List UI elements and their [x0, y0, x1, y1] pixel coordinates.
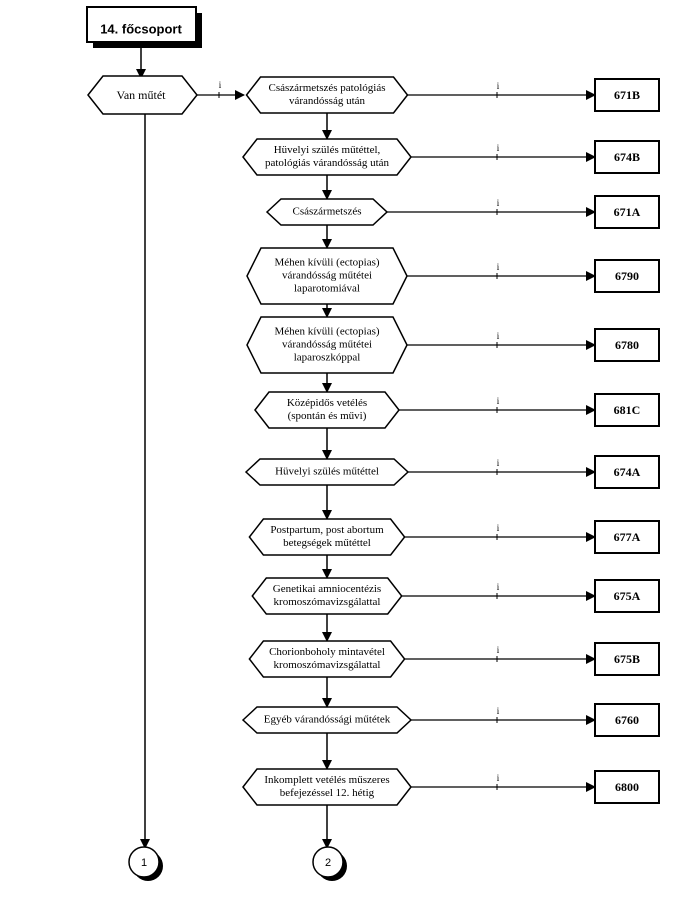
- edge-label: i: [497, 198, 500, 208]
- step-label-line: Inkomplett vetélés műszeres: [264, 774, 389, 786]
- connector-2-label: 2: [325, 857, 331, 869]
- step-label-line: Császármetszés patológiás: [269, 82, 386, 94]
- code-label: 6760: [615, 713, 639, 727]
- step-label-line: Hüvelyi szülés műtéttel,: [274, 144, 381, 156]
- step-row: Méhen kívüli (ectopias)várandósság műtét…: [246, 316, 660, 393]
- connector-2: 2: [312, 846, 347, 881]
- main-group-title: 14. főcsoport: [100, 21, 182, 36]
- step-row: Középidős vetélés(spontán és művi) i 681C: [254, 391, 660, 460]
- code-box: [594, 393, 660, 427]
- step-label-line: (spontán és művi): [288, 410, 367, 422]
- step-label-line: laparoszkóppal: [294, 352, 361, 364]
- step-label-line: Császármetszés: [292, 206, 361, 218]
- edge-label: i: [497, 773, 500, 783]
- step-label-line: Genetikai amniocentézis: [273, 583, 381, 595]
- code-box: [594, 579, 660, 613]
- step-label-line: laparotomiával: [294, 283, 360, 295]
- code-box: [594, 195, 660, 229]
- code-box: [594, 259, 660, 293]
- step-row: Inkomplett vetélés műszeresbefejezéssel …: [242, 768, 660, 806]
- edge-label: i: [497, 262, 500, 272]
- code-label: 677A: [614, 530, 641, 544]
- step-row: Genetikai amniocentéziskromoszómavizsgál…: [251, 577, 660, 642]
- code-box: [594, 455, 660, 489]
- code-label: 675A: [614, 589, 641, 603]
- code-label: 674B: [614, 150, 640, 164]
- step-row: Egyéb várandóssági műtétek i 6760: [241, 703, 660, 770]
- code-label: 674A: [614, 465, 641, 479]
- step-row: Méhen kívüli (ectopias)várandósság műtét…: [246, 247, 660, 318]
- step-row: Hüvelyi szülés műtéttel i 674A: [244, 455, 660, 520]
- step-label-line: patológiás várandósság után: [265, 157, 390, 169]
- decision-node: Van műtét: [87, 75, 198, 115]
- code-box: [594, 140, 660, 174]
- step-label-line: Méhen kívüli (ectopias): [274, 326, 379, 338]
- decision-label: Van műtét: [117, 88, 167, 102]
- step-row: Császármetszés i 671A: [265, 195, 660, 249]
- edge-label: i: [497, 396, 500, 406]
- edge-label: i: [497, 582, 500, 592]
- step-label-line: várandósság műtétei: [282, 339, 372, 351]
- step-label-line: Méhen kívüli (ectopias): [274, 257, 379, 269]
- main-group-title-box: 14. főcsoport: [86, 6, 202, 48]
- code-label: 6790: [615, 269, 639, 283]
- step-label-line: Egyéb várandóssági műtétek: [264, 714, 391, 726]
- step-label-line: várandósság műtétei: [282, 270, 372, 282]
- edge-label: i: [497, 645, 500, 655]
- edge-label: i: [497, 81, 500, 91]
- step-label-line: Postpartum, post abortum: [270, 524, 384, 536]
- code-box: [594, 520, 660, 554]
- decision-edge-label: i: [219, 80, 222, 90]
- step-label-line: kromoszómavizsgálattal: [274, 596, 381, 608]
- code-box: [594, 78, 660, 112]
- edge-label: i: [497, 458, 500, 468]
- step-row: Chorionboholy mintavételkromoszómavizsgá…: [248, 640, 660, 708]
- code-box: [594, 703, 660, 737]
- step-row: Hüvelyi szülés műtéttel,patológiás váran…: [242, 138, 660, 200]
- code-label: 671B: [614, 88, 640, 102]
- edge-label: i: [497, 523, 500, 533]
- step-label-line: befejezéssel 12. hétig: [280, 787, 375, 799]
- code-label: 6800: [615, 780, 639, 794]
- step-label-line: Hüvelyi szülés műtéttel: [275, 466, 379, 478]
- step-label-line: Chorionboholy mintavétel: [269, 646, 385, 658]
- code-box: [594, 770, 660, 804]
- step-label-line: betegségek műtéttel: [283, 537, 371, 549]
- code-label: 675B: [614, 652, 640, 666]
- edge-label: i: [497, 143, 500, 153]
- code-label: 681C: [614, 403, 641, 417]
- edge-label: i: [497, 706, 500, 716]
- connector-1: 1: [128, 846, 163, 881]
- step-label-line: kromoszómavizsgálattal: [274, 659, 381, 671]
- code-label: 671A: [614, 205, 641, 219]
- connector-1-label: 1: [141, 857, 147, 869]
- code-box: [594, 328, 660, 362]
- code-box: [594, 642, 660, 676]
- step-label-line: Középidős vetélés: [287, 397, 367, 409]
- code-label: 6780: [615, 338, 639, 352]
- edge-label: i: [497, 331, 500, 341]
- step-label-line: várandósság után: [289, 95, 366, 107]
